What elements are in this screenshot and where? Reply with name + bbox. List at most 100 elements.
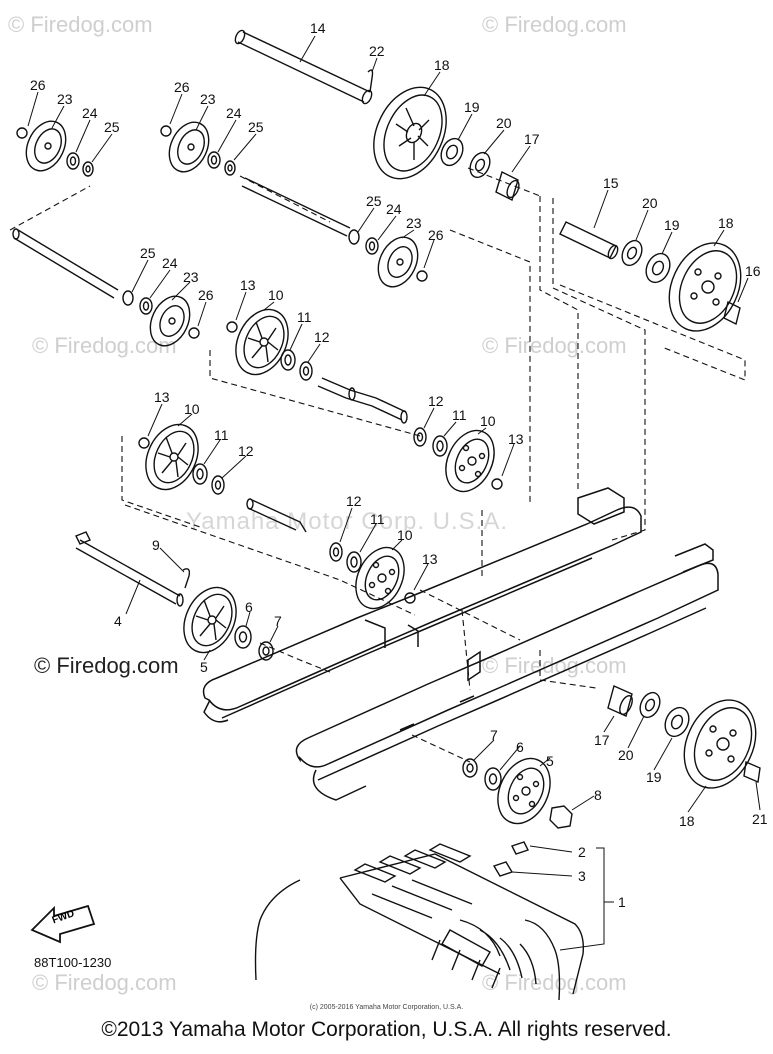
callout-7: 7 <box>274 613 282 629</box>
callout-labels: 14 22 18 26 23 24 25 26 23 24 25 19 20 1… <box>30 20 768 926</box>
callout-23: 23 <box>57 91 73 107</box>
wheel-5-lower <box>497 757 551 825</box>
callout-19: 19 <box>464 99 480 115</box>
callout-5: 5 <box>200 659 208 675</box>
callout-18: 18 <box>434 57 450 73</box>
shaft-15 <box>559 221 619 260</box>
callout-21: 21 <box>752 811 768 827</box>
clip-2 <box>511 841 529 855</box>
callout-23: 23 <box>200 91 216 107</box>
callout-16: 16 <box>745 263 761 279</box>
wheel-5-front-left <box>183 586 237 654</box>
fwd-arrow-icon <box>30 904 96 944</box>
small-wheel-23-a <box>25 120 67 172</box>
callout-10: 10 <box>480 413 496 429</box>
assembly-guide-lines <box>9 167 746 763</box>
callout-10: 10 <box>397 527 413 543</box>
watermark-lower-right: © Firedog.com <box>482 653 627 678</box>
callout-11: 11 <box>370 511 385 527</box>
bearing-19-right <box>645 252 671 284</box>
callout-24: 24 <box>386 201 402 217</box>
callout-10: 10 <box>184 401 200 417</box>
callout-12: 12 <box>346 493 362 509</box>
circlip-26-d <box>188 327 200 339</box>
callout-13: 13 <box>508 431 524 447</box>
bearing-11-a <box>280 349 296 371</box>
bearing-24-a <box>66 152 80 170</box>
callout-17: 17 <box>594 732 610 748</box>
collar-20-right <box>621 239 643 267</box>
circlip-26-a <box>16 127 28 139</box>
bearing-19-upper <box>440 137 464 167</box>
callout-13: 13 <box>154 389 170 405</box>
wheel-10-b <box>445 429 495 493</box>
callout-2: 2 <box>578 844 586 860</box>
callout-20: 20 <box>642 195 658 211</box>
bearing-11-d <box>346 551 362 573</box>
callout-6: 6 <box>516 739 524 755</box>
callout-7: 7 <box>490 727 498 743</box>
callout-25: 25 <box>366 193 382 209</box>
front-axle-4 <box>75 531 184 607</box>
fine-print: (c) 2005-2016 Yamaha Motor Corporation, … <box>309 1004 464 1011</box>
collar-25-a <box>82 161 94 177</box>
callout-12: 12 <box>314 329 330 345</box>
nut-8 <box>549 805 573 829</box>
callout-13: 13 <box>240 277 256 293</box>
small-wheel-23-b <box>168 121 210 173</box>
callout-14: 14 <box>310 20 326 36</box>
collar-7-lower <box>462 758 478 778</box>
callout-25: 25 <box>248 119 264 135</box>
shaft-left-middle <box>12 228 119 299</box>
cap-21 <box>743 760 761 784</box>
callout-24: 24 <box>226 105 242 121</box>
callout-24: 24 <box>162 255 178 271</box>
wheel-10-d <box>355 546 405 610</box>
callout-8: 8 <box>594 787 602 803</box>
spacer-16 <box>723 300 741 326</box>
callout-leaders <box>27 35 761 951</box>
track-assembly-1 <box>254 843 585 1001</box>
collar-20-lower <box>639 691 661 719</box>
callout-12: 12 <box>428 393 444 409</box>
collar-12-b <box>413 427 427 447</box>
callout-25: 25 <box>140 245 156 261</box>
callout-18: 18 <box>718 215 734 231</box>
rear-axle-14 <box>234 29 373 105</box>
watermark-center: Yamaha Motor Corp. U.S.A. <box>186 508 508 535</box>
idler-wheel-18-right <box>668 242 742 332</box>
copyright-notice: ©2013 Yamaha Motor Corporation, U.S.A. A… <box>101 1018 672 1041</box>
callout-15: 15 <box>603 175 619 191</box>
callout-20: 20 <box>618 747 634 763</box>
collar-7-front-left <box>258 641 274 661</box>
bearing-6-lower <box>484 767 502 791</box>
collar-12-d <box>329 542 343 562</box>
wheel-10-a <box>235 308 289 376</box>
bearing-24-b <box>207 151 221 169</box>
pin-9 <box>182 568 191 589</box>
watermark-bottom-right: © Firedog.com <box>482 970 627 995</box>
callout-23: 23 <box>183 269 199 285</box>
clip-3 <box>492 861 514 877</box>
callout-20: 20 <box>496 115 512 131</box>
bearing-11-c <box>192 463 208 485</box>
idler-wheel-18-upper <box>373 86 447 180</box>
bearing-11-b <box>432 435 448 457</box>
circlip-26-b <box>160 125 172 137</box>
callout-26: 26 <box>174 79 190 95</box>
bearing-19-lower <box>664 706 690 738</box>
callout-26: 26 <box>30 77 46 93</box>
callout-6: 6 <box>245 599 253 615</box>
circlip-13-b <box>491 478 503 490</box>
callout-11: 11 <box>214 427 229 443</box>
callout-12: 12 <box>238 443 254 459</box>
collar-20-upper <box>469 151 491 179</box>
callout-22: 22 <box>369 43 385 59</box>
callout-10: 10 <box>268 287 284 303</box>
callout-23: 23 <box>406 215 422 231</box>
collar-12-c <box>211 475 225 495</box>
wheel-10-c <box>145 423 199 491</box>
circlip-26-c <box>416 270 428 282</box>
shaft-upper-middle <box>241 177 351 237</box>
